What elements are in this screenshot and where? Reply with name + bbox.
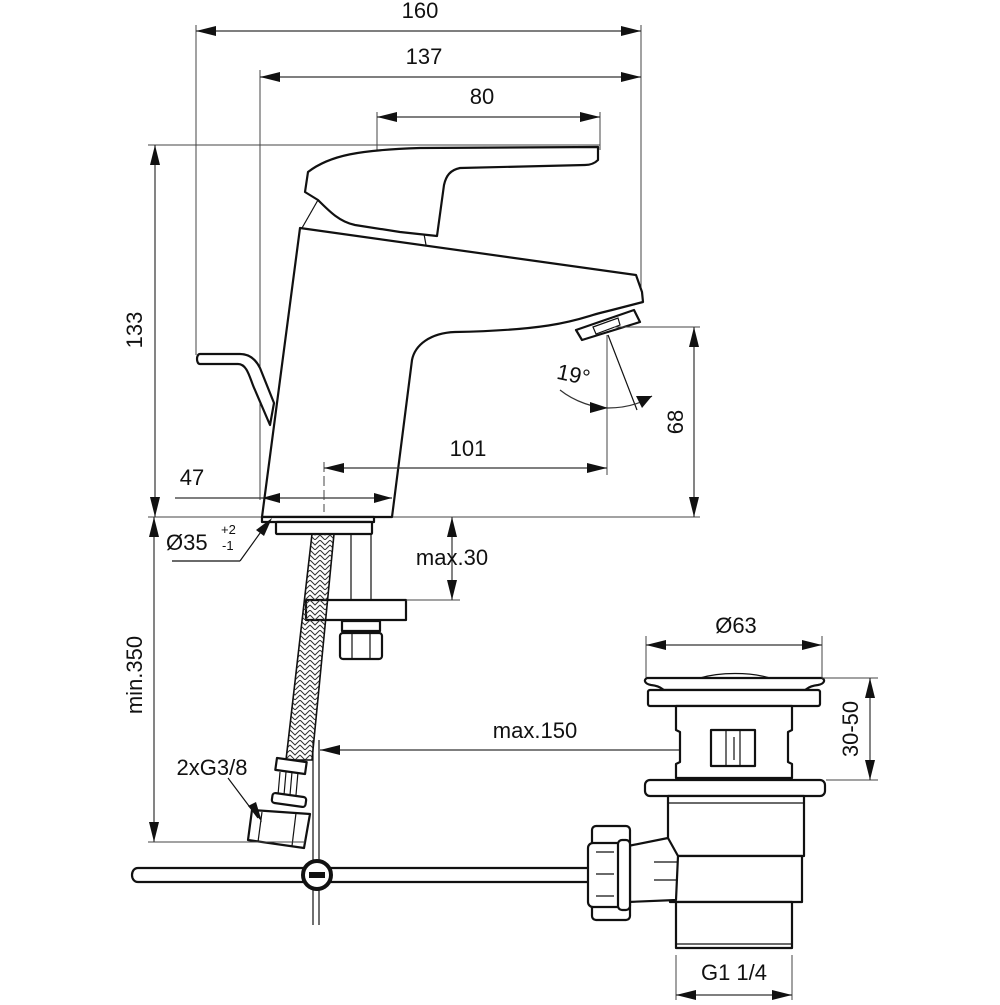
dim-overall-length: 160: [195, 0, 642, 355]
label-133: 133: [122, 312, 147, 349]
dim-connection: 2xG3/8: [177, 755, 262, 822]
dim-jet-angle: 19°: [555, 334, 653, 413]
label-waste-adjust: 30-50: [838, 701, 863, 757]
dim-min-hose-length: min.350: [122, 517, 305, 843]
label-hole-tol-lower: -1: [222, 538, 234, 553]
dim-max-deck-thickness: max.30: [398, 516, 488, 601]
label-19-degrees: 19°: [555, 359, 593, 390]
label-min-350: min.350: [122, 636, 147, 714]
label-hole-diameter: Ø35: [166, 530, 208, 555]
pop-up-waste: [586, 672, 827, 950]
dim-lever-length: 80: [376, 84, 601, 150]
label-68: 68: [663, 410, 688, 434]
label-max-150: max.150: [493, 718, 577, 743]
label-47: 47: [180, 465, 204, 490]
linkage-rod: [130, 859, 600, 891]
dim-waste-adjust: 30-50: [822, 677, 878, 781]
braided-hose: [246, 533, 335, 850]
dim-spout-reach: 101: [323, 335, 608, 512]
label-137: 137: [406, 44, 443, 69]
label-waste-diameter: Ø63: [715, 613, 757, 638]
label-waste-thread: G1 1/4: [701, 960, 767, 985]
dim-hole-diameter: Ø35 +2 -1: [166, 518, 272, 562]
label-connection: 2xG3/8: [177, 755, 248, 780]
dim-waste-thread: G1 1/4: [675, 955, 793, 1000]
dim-base-width: 47: [175, 465, 392, 503]
label-101: 101: [450, 436, 487, 461]
dim-spout-height: 68: [614, 326, 700, 517]
label-max-30: max.30: [416, 545, 488, 570]
label-80: 80: [470, 84, 494, 109]
label-hole-tol-upper: +2: [221, 522, 236, 537]
dim-max-rod-distance: max.150: [320, 718, 728, 755]
label-160: 160: [402, 0, 439, 23]
pop-up-rod: [312, 740, 320, 925]
dim-spout-length: 137: [259, 44, 641, 500]
dim-waste-diameter: Ø63: [645, 613, 823, 678]
mixer-body: [195, 145, 645, 536]
